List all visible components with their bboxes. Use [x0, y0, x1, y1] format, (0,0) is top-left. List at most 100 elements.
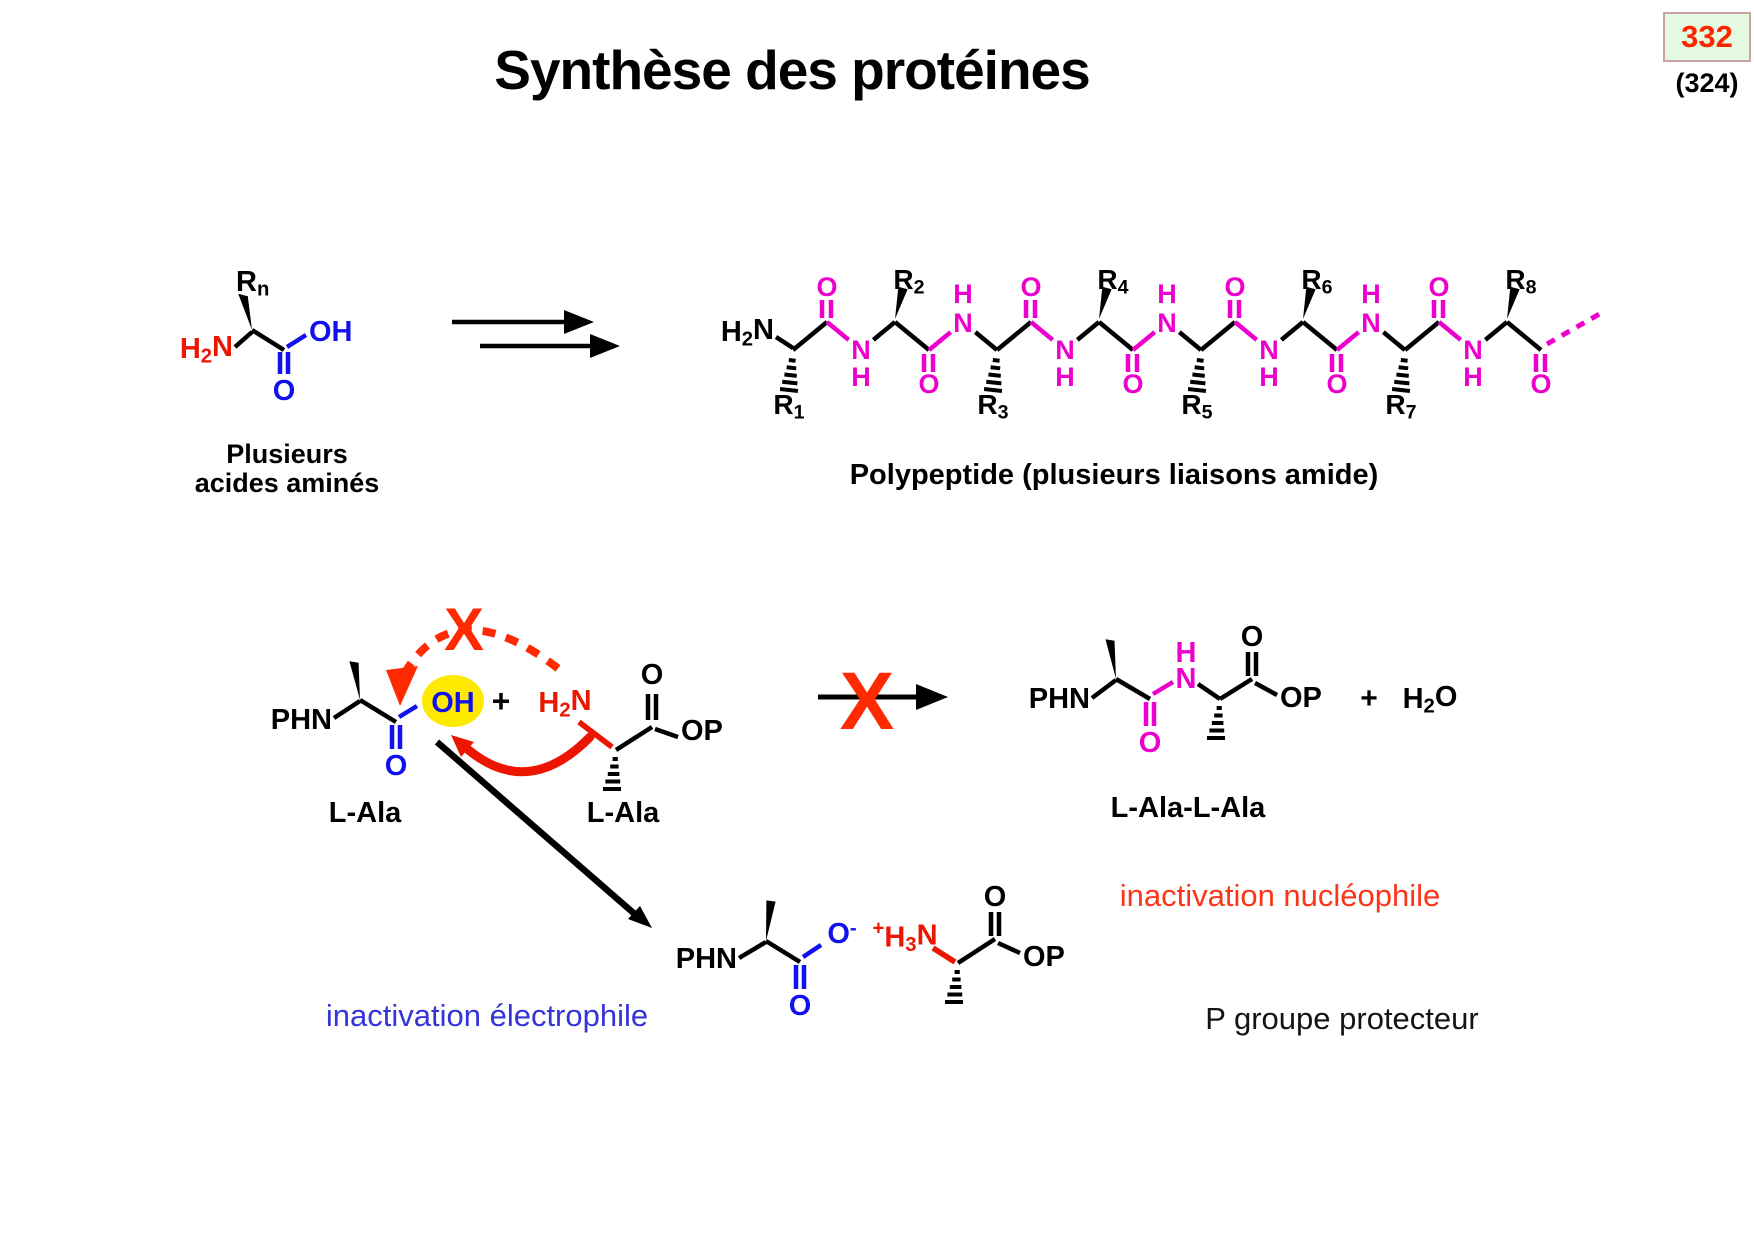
bond [992, 358, 1000, 363]
bond [1187, 387, 1207, 393]
polypeptide-amine-label: H2N [721, 314, 774, 350]
curved-arrow-head [451, 735, 474, 757]
residue-label: R5 [1181, 389, 1212, 423]
wedge-bond [895, 286, 908, 319]
carbonyl-o-label: O [1428, 272, 1449, 302]
amide-h-label: H [1361, 279, 1381, 309]
amide-n-label: N [1259, 335, 1279, 365]
residue-label: R2 [893, 264, 924, 298]
hash-bond [601, 757, 623, 791]
curved-arrow [460, 732, 595, 777]
residue-label: R6 [1301, 264, 1332, 298]
bond [1301, 320, 1339, 352]
bond [1394, 379, 1410, 386]
bond [1403, 320, 1441, 352]
amine-label: H2N [180, 331, 233, 367]
op-label: OP [1023, 941, 1065, 973]
bond [782, 379, 798, 386]
page-title: Synthèse des protéines [494, 39, 1090, 101]
bond [973, 330, 999, 352]
amine-label: H2N [538, 685, 591, 721]
bond [784, 372, 797, 378]
bond [1177, 330, 1203, 352]
bond [1483, 320, 1509, 342]
bond [1190, 379, 1206, 386]
bond [1505, 320, 1543, 352]
phn-label: PHN [1029, 683, 1090, 715]
amide-n-label: N [1463, 335, 1483, 365]
bond [1391, 387, 1411, 393]
carbonyl-o-label: O [641, 659, 664, 691]
oh-highlight [422, 675, 484, 727]
bond [1545, 309, 1605, 347]
arrow-head [916, 684, 948, 710]
bond [786, 365, 797, 371]
bond [1075, 320, 1101, 342]
dashed-arc-arrowhead [386, 666, 418, 706]
carboxylate-label: O- [827, 917, 856, 950]
bond [1253, 681, 1279, 697]
bond [1381, 330, 1407, 352]
hydroxyl-label: OH [309, 316, 353, 348]
bond [358, 698, 398, 724]
double-reaction-arrow [452, 310, 620, 358]
bond [927, 330, 953, 352]
amide-h-label: H [1055, 362, 1075, 392]
hash-bond [1205, 706, 1227, 740]
polypeptide-caption: Polypeptide (plusieurs liaisons amide) [850, 459, 1379, 491]
bond [250, 328, 286, 352]
bond [1437, 320, 1463, 342]
phn-label: PHN [271, 704, 332, 736]
bond-red [931, 945, 957, 965]
bond [995, 320, 1033, 352]
bond [1192, 372, 1205, 378]
lala-acid-structure: PHN O OH L-Ala [271, 661, 484, 829]
amide-h-label: H [1259, 362, 1279, 392]
bond [1199, 320, 1237, 352]
bond [801, 943, 823, 959]
dashed-arc [400, 626, 563, 677]
bond [1029, 320, 1055, 342]
amide-n-label: N [1176, 663, 1197, 695]
lala-acid-caption: L-Ala [329, 797, 402, 829]
ammonium-carboxylate-salt-structure: PHN O O- +H3N O OP [676, 881, 1065, 1022]
carbonyl-o-label: O [273, 375, 296, 407]
amide-h-label: H [851, 362, 871, 392]
hydroxyl-label: OH [431, 687, 475, 719]
electrophile-inactivation-label: inactivation électrophile [326, 998, 648, 1033]
bond [825, 320, 851, 342]
bond-red [577, 719, 614, 750]
bond [893, 320, 931, 352]
bond [233, 330, 254, 349]
blocked-attack-arrow: X [386, 596, 563, 706]
wedge-bond [1507, 286, 1520, 319]
ester-o-label: O [984, 881, 1007, 913]
bond [1279, 320, 1305, 342]
bond [986, 379, 1002, 386]
bond [1114, 677, 1152, 701]
arrow-head [628, 906, 652, 928]
op-label: OP [681, 715, 723, 747]
bond [614, 725, 654, 752]
amide-n-label: N [1055, 335, 1075, 365]
residue-label: R3 [977, 389, 1008, 423]
bond [1194, 365, 1205, 371]
amide-n-label: N [953, 308, 973, 338]
residue-label: R7 [1385, 389, 1416, 423]
bond [1196, 358, 1204, 363]
crossed-reaction-arrow: X [818, 656, 948, 747]
ester-o-label: O [1241, 621, 1264, 653]
amide-h-label: H [953, 279, 973, 309]
r-group-label: Rn [236, 266, 269, 300]
bond [332, 699, 362, 720]
nucleophile-inactivation-label: inactivation nucléophile [1120, 878, 1441, 913]
bond [1400, 358, 1408, 363]
phn-label: PHN [676, 943, 737, 975]
amino-acid-caption-2: acides aminés [195, 468, 380, 498]
bond [1396, 372, 1409, 378]
plus-sign: + [1360, 682, 1378, 715]
bond [654, 726, 679, 740]
bond [1097, 320, 1135, 352]
protecting-group-label: P groupe protecteur [1205, 1001, 1478, 1036]
